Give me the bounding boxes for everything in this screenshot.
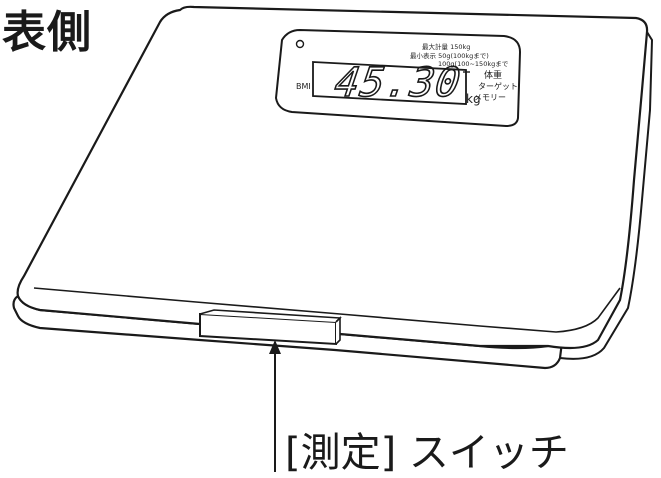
display-indicator-dot — [295, 39, 305, 49]
spec-max-text: 最大計量 150kg — [422, 42, 470, 51]
display-panel: 最大計量 150kg 最小表示 50g(100kgまで) 100g(100~15… — [274, 28, 522, 128]
side-title: 表側 — [2, 7, 92, 58]
spec-min-text: 最小表示 50g(100kgまで) — [410, 51, 489, 60]
mode-weight-label: 体重 — [484, 69, 502, 81]
lcd-reading: 45.30 — [332, 60, 464, 106]
mode-target-label: ターゲット — [478, 81, 518, 91]
scale-right-depth — [559, 31, 654, 360]
bmi-label: BMI — [296, 82, 311, 91]
measure-switch — [199, 309, 342, 346]
callout-arrow-icon — [269, 340, 281, 354]
scale-inner-edge — [33, 287, 621, 333]
lcd-window — [312, 61, 467, 105]
unit-label: kg — [466, 92, 481, 106]
spec-min2-text: 100g(100~150kgまで — [438, 60, 509, 68]
measure-switch-label: [測定] スイッチ — [285, 430, 569, 476]
mode-memory-label: メモリー — [474, 93, 506, 102]
